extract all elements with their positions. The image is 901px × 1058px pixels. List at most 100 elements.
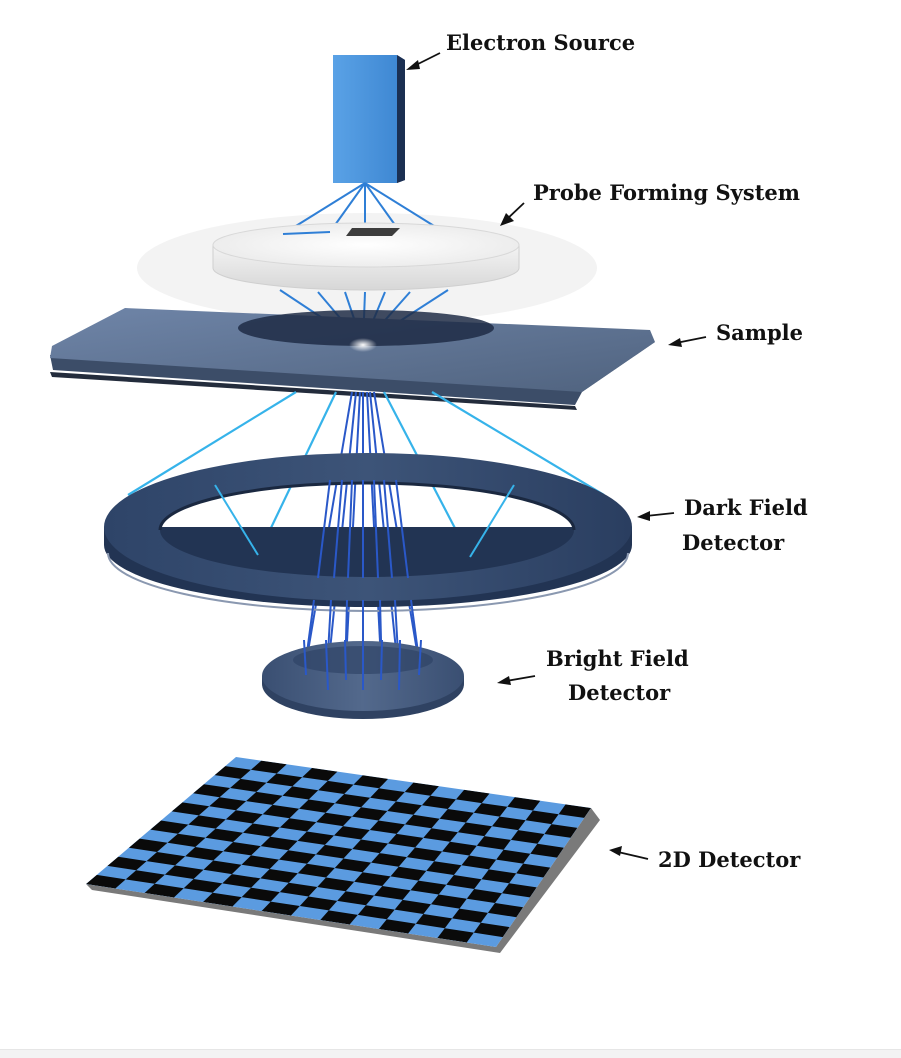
checker-cell xyxy=(107,856,147,871)
checker-cell xyxy=(466,889,502,903)
arrow-sample xyxy=(675,336,707,344)
sample-slab xyxy=(50,308,655,410)
checker-cell xyxy=(476,836,511,850)
checker-cell xyxy=(230,778,267,792)
checker-cell xyxy=(246,791,283,805)
label-probe-forming: Probe Forming System xyxy=(533,180,800,205)
checker-cell xyxy=(354,872,391,886)
checker-cell xyxy=(334,858,372,873)
checker-cell xyxy=(442,841,477,856)
checker-cell xyxy=(167,833,206,847)
checker-cell xyxy=(225,810,263,824)
checker-cell xyxy=(404,782,439,796)
checker-cell xyxy=(530,843,564,858)
checker-cell xyxy=(188,815,226,829)
checker-cell xyxy=(302,767,338,781)
arrow-bright-field xyxy=(505,675,536,682)
checker-cell xyxy=(209,797,247,811)
checker-cell xyxy=(279,882,318,897)
checker-cell xyxy=(297,831,334,845)
checker-cell xyxy=(352,839,388,854)
checker-cell xyxy=(260,869,298,883)
label-sample: Sample xyxy=(716,320,803,345)
checker-cell xyxy=(243,823,280,837)
checker-cell xyxy=(223,842,261,856)
arrow-2d-detector xyxy=(617,851,649,860)
checker-cell xyxy=(266,773,303,787)
checker-cell xyxy=(316,812,352,827)
checker-cell xyxy=(353,775,389,789)
checker-cell xyxy=(125,870,165,884)
checker-cell xyxy=(337,891,375,906)
checker-cell xyxy=(461,855,497,870)
checker-cell xyxy=(406,847,443,862)
checker-cell xyxy=(205,828,243,842)
bright-field-disk xyxy=(262,639,464,719)
checker-cell xyxy=(457,822,492,837)
checker-cell xyxy=(405,814,440,829)
dark-field-ring xyxy=(104,453,632,612)
checker-cell xyxy=(185,847,224,861)
checker-cell xyxy=(374,886,411,900)
detector-2d-board xyxy=(86,757,600,953)
checker-cell xyxy=(544,824,578,838)
checker-cell xyxy=(426,861,462,875)
checker-cell xyxy=(473,922,510,938)
checker-cell xyxy=(128,838,168,852)
checker-cell xyxy=(222,874,261,888)
checker-cell xyxy=(481,869,517,884)
checker-cell xyxy=(456,789,490,804)
checker-cell xyxy=(431,894,467,909)
checker-cell xyxy=(203,860,242,875)
checker-cell xyxy=(387,801,422,815)
checker-cell xyxy=(388,833,424,848)
checker-cell xyxy=(279,850,316,864)
checker-cell xyxy=(446,875,482,889)
arrow-dark-field xyxy=(645,512,675,517)
checker-cell xyxy=(421,795,456,809)
checker-cell xyxy=(299,896,338,911)
labels: Electron Source Probe Forming System Sam… xyxy=(406,30,808,872)
checker-cell xyxy=(487,903,524,918)
label-electron-source: Electron Source xyxy=(446,30,635,55)
checker-cell xyxy=(558,804,591,818)
checker-cell xyxy=(507,797,541,811)
label-bright-field-1: Bright Field xyxy=(546,646,689,671)
checker-cell xyxy=(317,877,355,892)
checker-cell xyxy=(250,760,287,774)
checker-cell xyxy=(510,830,545,844)
checker-cell xyxy=(492,816,526,831)
checker-cell xyxy=(150,820,189,834)
checker-cell xyxy=(410,880,447,895)
checker-cell xyxy=(193,784,231,798)
bottom-strip xyxy=(0,1049,901,1058)
probe-forming-lens xyxy=(212,222,520,291)
checker-cell xyxy=(318,780,354,794)
checker-cell xyxy=(525,810,559,825)
label-dark-field-1: Dark Field xyxy=(684,495,808,520)
checker-cell xyxy=(203,892,242,907)
checker-cell xyxy=(282,786,319,800)
checker-cell xyxy=(320,910,358,925)
checker-cell xyxy=(262,804,300,819)
checker-cell xyxy=(369,820,405,834)
checker-cell xyxy=(299,799,335,813)
label-dark-field-2: Detector xyxy=(682,530,785,555)
checker-cell xyxy=(439,809,474,823)
checker-cell xyxy=(334,826,370,840)
checker-cell xyxy=(260,836,298,851)
checker-cell xyxy=(164,865,204,879)
checker-cell xyxy=(334,794,371,808)
checker-cell xyxy=(144,883,184,898)
checker-pattern xyxy=(86,760,591,943)
electron-source xyxy=(333,55,405,183)
checker-cell xyxy=(241,887,280,902)
checker-cell xyxy=(86,874,126,889)
label-2d-detector: 2D Detector xyxy=(658,847,801,872)
checker-cell xyxy=(371,853,407,867)
checker-cell xyxy=(352,807,388,821)
checker-cell xyxy=(261,901,300,916)
checker-cell xyxy=(357,905,395,920)
checker-cell xyxy=(146,852,186,866)
